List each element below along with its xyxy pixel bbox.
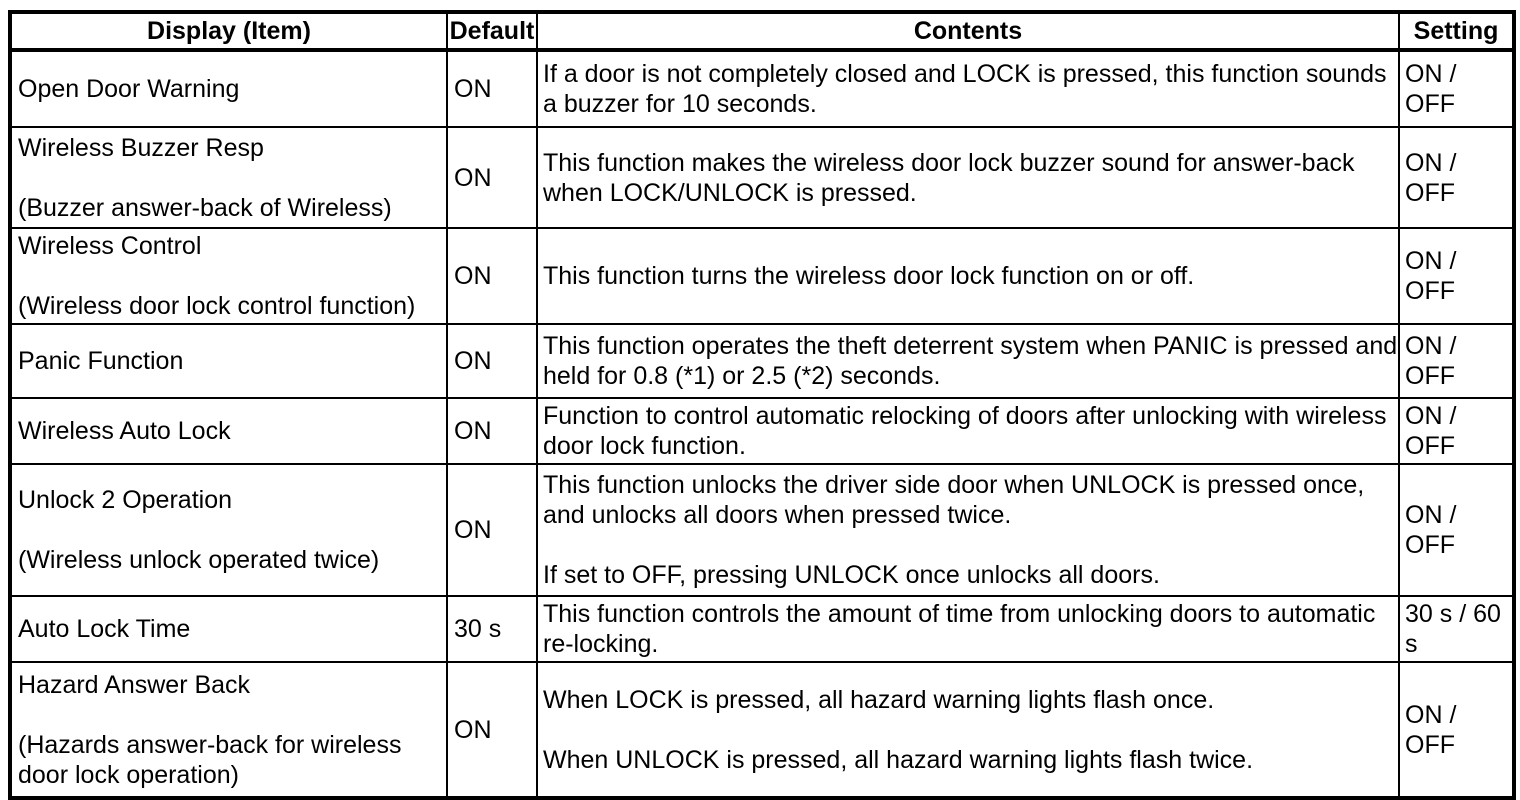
setting-cell: ON / OFF [1398, 126, 1515, 229]
table-header: Display (Item) Default Contents Setting [9, 11, 1515, 52]
contents-cell: This function makes the wireless door lo… [536, 126, 1400, 229]
column-header-setting: Setting [1398, 11, 1515, 52]
default-cell: 30 s [446, 595, 538, 663]
table-row: Wireless Control (Wireless door lock cont… [9, 227, 1515, 325]
door-lock-settings-table: Display (Item) Default Contents Setting … [8, 10, 1516, 800]
setting-cell: 30 s / 60 s [1398, 595, 1515, 663]
contents-cell: If a door is not completely closed and L… [536, 49, 1400, 128]
item-cell: Wireless Auto Lock [9, 397, 448, 465]
default-cell: ON [446, 126, 538, 229]
item-line: (Wireless unlock operated twice) [18, 546, 380, 574]
item-cell: Panic Function [9, 323, 448, 399]
column-header-contents: Contents [536, 11, 1400, 52]
item-line: Wireless Buzzer Resp [18, 133, 264, 162]
contents-cell: This function unlocks the driver side do… [536, 463, 1400, 597]
contents-cell: This function turns the wireless door lo… [536, 227, 1400, 325]
item-cell: Hazard Answer Back (Hazards answer-back f… [9, 661, 448, 799]
item-line: Unlock 2 Operation [18, 486, 233, 514]
contents-paragraph: This function operates the theft deterre… [543, 332, 1398, 390]
default-cell: ON [446, 323, 538, 399]
item-line: Wireless Control [18, 232, 202, 260]
setting-cell: ON / OFF [1398, 227, 1515, 325]
contents-paragraph: If set to OFF, pressing UNLOCK once unlo… [543, 561, 1160, 589]
default-cell: ON [446, 463, 538, 597]
column-header-display-item: Display (Item) [9, 11, 448, 52]
default-cell: ON [446, 227, 538, 325]
contents-paragraph: When UNLOCK is pressed, all hazard warni… [543, 745, 1254, 774]
default-cell: ON [446, 49, 538, 128]
contents-paragraph: This function controls the amount of tim… [543, 600, 1376, 658]
item-line: Open Door Warning [18, 75, 240, 103]
setting-cell: ON / OFF [1398, 463, 1515, 597]
item-line: Wireless Auto Lock [18, 417, 231, 445]
item-cell: Auto Lock Time [9, 595, 448, 663]
item-cell: Unlock 2 Operation (Wireless unlock opera… [9, 463, 448, 597]
contents-paragraph: This function unlocks the driver side do… [543, 471, 1365, 529]
contents-paragraph: When LOCK is pressed, all hazard warning… [543, 685, 1215, 714]
table-row: Unlock 2 Operation (Wireless unlock opera… [9, 463, 1515, 597]
contents-cell: This function operates the theft deterre… [536, 323, 1400, 399]
item-line: (Wireless door lock control function) [18, 292, 416, 320]
contents-cell: Function to control automatic relocking … [536, 397, 1400, 465]
item-line: Auto Lock Time [18, 615, 191, 643]
contents-cell: When LOCK is pressed, all hazard warning… [536, 661, 1400, 799]
setting-cell: ON / OFF [1398, 323, 1515, 399]
item-cell: Wireless Buzzer Resp (Buzzer answer-back … [9, 126, 448, 229]
item-line: Hazard Answer Back [18, 670, 251, 699]
item-cell: Open Door Warning [9, 49, 448, 128]
contents-paragraph: This function makes the wireless door lo… [543, 148, 1355, 207]
contents-paragraph: If a door is not completely closed and L… [543, 60, 1387, 118]
header-row: Display (Item) Default Contents Setting [9, 11, 1515, 52]
contents-paragraph: Function to control automatic relocking … [543, 402, 1387, 460]
contents-paragraph: This function turns the wireless door lo… [543, 262, 1195, 290]
setting-cell: ON / OFF [1398, 49, 1515, 128]
default-cell: ON [446, 397, 538, 465]
default-cell: ON [446, 661, 538, 799]
item-cell: Wireless Control (Wireless door lock cont… [9, 227, 448, 325]
column-header-default: Default [446, 11, 538, 52]
item-line: (Buzzer answer-back of Wireless) [18, 193, 392, 222]
table-row: Hazard Answer Back (Hazards answer-back f… [9, 661, 1515, 799]
table-row: Wireless Buzzer Resp (Buzzer answer-back … [9, 126, 1515, 229]
item-line: Panic Function [18, 347, 184, 375]
setting-cell: ON / OFF [1398, 397, 1515, 465]
setting-cell: ON / OFF [1398, 661, 1515, 799]
contents-cell: This function controls the amount of tim… [536, 595, 1400, 663]
item-line: (Hazards answer-back for wireless door l… [18, 730, 402, 789]
